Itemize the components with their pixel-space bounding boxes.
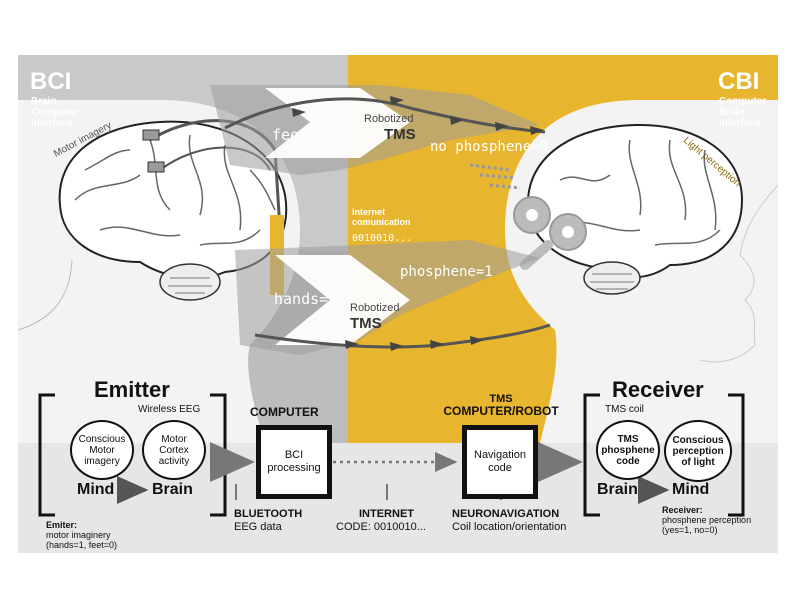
- bluetooth-label: BLUETOOTH: [234, 508, 303, 520]
- emitter-c1-line1: Conscious: [78, 433, 126, 445]
- navigation-code-line2: code: [488, 462, 512, 474]
- receiver-note-title: Receiver:: [662, 505, 703, 515]
- tms-coil-illustration: [513, 196, 587, 270]
- emitter-c1-line2: Motor: [89, 444, 115, 456]
- emitter-mind-label: Mind: [77, 481, 115, 498]
- navigation-code-line1: Navigation: [474, 449, 526, 461]
- internet-bottom-title: INTERNET: [359, 508, 414, 520]
- cbi-subtitle-2: Brain: [719, 107, 745, 118]
- emitter-c2-line3: activity: [158, 455, 190, 467]
- top-tms-label: TMS: [384, 126, 416, 143]
- receiver-mind-label: Mind: [672, 481, 710, 498]
- cbi-subtitle-3: Interface: [719, 118, 761, 129]
- bci-title: BCI: [30, 68, 72, 95]
- tms-coil-label: TMS coil: [605, 404, 644, 415]
- bci-processing-line2: processing: [267, 462, 321, 474]
- bottom-robotized-label: Robotized: [350, 302, 400, 314]
- internet-label-1: Internet: [352, 207, 386, 217]
- emitter-note-title: Emiter:: [46, 520, 78, 530]
- cbi-title: CBI: [718, 68, 760, 95]
- receiver-c2-line2: perception: [672, 445, 724, 457]
- receiver-c2-line3: of light: [681, 456, 715, 468]
- wireless-eeg-label: Wireless EEG: [138, 404, 201, 415]
- neuronavigation-label: NEURONAVIGATION: [452, 508, 560, 520]
- coil-location-label: Coil location/orientation: [452, 521, 567, 533]
- hands-value: hands=1: [274, 290, 338, 308]
- internet-code: 0010010...: [352, 233, 413, 244]
- receiver-c1-line2: phosphene: [601, 444, 655, 456]
- emitter-c2-line2: Cortex: [159, 444, 189, 456]
- receiver-brain-label: Brain: [597, 481, 638, 498]
- emitter-title: Emitter: [94, 377, 170, 402]
- receiver-title: Receiver: [612, 377, 704, 402]
- emitter-note-line1: motor imaginery: [46, 530, 111, 540]
- no-phosphene-value: no phosphene=0: [430, 139, 549, 155]
- receiver-note-line2: (yes=1, no=0): [662, 525, 718, 535]
- emitter-brain-label: Brain: [152, 481, 193, 498]
- bci-processing-line1: BCI: [284, 449, 304, 461]
- receiver-c2-line1: Conscious: [672, 434, 724, 446]
- internet-bottom-code: CODE: 0010010...: [336, 521, 426, 533]
- phosphene-value: phosphene=1: [400, 264, 493, 280]
- bci-subtitle-2: Computer: [31, 107, 79, 118]
- tms-robot-title-2: COMPUTER/ROBOT: [443, 404, 559, 418]
- internet-label-2: comunication: [352, 217, 411, 227]
- top-robotized-label: Robotized: [364, 113, 414, 125]
- bci-subtitle-1: Brain: [31, 96, 57, 107]
- bottom-tms-label: TMS: [350, 315, 382, 332]
- emitter-c1-line3: imagery: [84, 455, 120, 467]
- receiver-c1-line1: TMS: [617, 433, 639, 445]
- feet-value: feet=0: [272, 126, 327, 144]
- emitter-c2-line1: Motor: [161, 433, 187, 445]
- emitter-note-line2: (hands=1, feet=0): [46, 540, 118, 550]
- tms-robot-title-1: TMS: [489, 393, 513, 405]
- eeg-data-label: EEG data: [234, 521, 282, 533]
- receiver-note-line1: phosphene perception: [662, 515, 752, 525]
- bci-subtitle-3: Interface: [31, 118, 73, 129]
- receiver-c1-line3: code: [616, 455, 640, 467]
- computer-title: COMPUTER: [250, 405, 319, 419]
- cbi-subtitle-1: Computer: [719, 96, 767, 107]
